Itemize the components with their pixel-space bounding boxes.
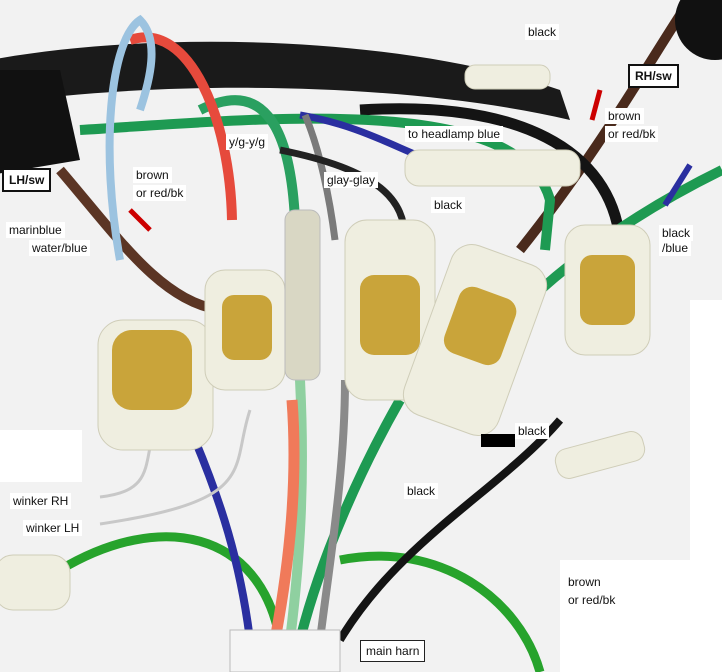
label-black-blue-2: /blue [659,240,692,256]
harness-sleeve [0,41,570,120]
label-black-lower: black [515,423,550,439]
black-wire-top [359,103,626,241]
connector-right [564,224,651,356]
gray-wire [301,113,339,241]
label-winker-rh: winker RH [10,493,72,509]
label-brown-left-1: brown [133,167,172,183]
red-marker [128,208,152,232]
yg-wire [197,95,300,221]
black-wire-lower [336,417,564,643]
lightblue-wire [105,14,156,261]
label-winker-lh: winker LH [23,520,83,536]
label-brown-bottom-1: brown [565,574,604,590]
winker-lh-line [99,409,252,526]
yg-wire-bottom [285,379,307,641]
label-waterblue: water/blue [29,240,91,256]
bright-green-wire-2 [339,551,545,672]
label-rh-sw: RH/sw [628,64,679,88]
connector-center [344,219,436,401]
label-brown-right-2: or red/bk [605,126,659,142]
redaction-box [481,434,515,447]
label-black-top: black [525,24,560,40]
gray-wire-bottom [316,379,349,641]
label-main-harn: main harn [360,640,426,662]
label-glay: glay-glay [324,172,379,188]
connector-mid [284,209,321,381]
green-wire-bottom [295,397,405,642]
red-wire-bottom [269,399,300,642]
connector-right-center [402,244,548,436]
connector-left [97,319,214,451]
red-marker-right [589,89,603,121]
label-brown-left-2: or red/bk [133,185,187,201]
label-brown-bottom-2: or red/bk [565,592,619,608]
label-yg: y/g-y/g [226,134,269,150]
label-to-headlamp: to headlamp blue [405,126,504,142]
connector-mid-left [204,269,286,391]
brown-wire [56,166,221,315]
left-bottom-connector [0,554,71,611]
main-harness-plug [229,629,341,672]
blue-marker-right [662,163,693,207]
label-black-bottom: black [404,483,439,499]
label-brown-right-1: brown [605,108,644,124]
label-lh-sw: LH/sw [2,168,52,192]
label-black-blue-1: black [659,225,694,241]
bright-green-wire [57,532,285,641]
bullet-connector [404,64,646,479]
label-black-mid: black [431,197,466,213]
harness-sleeve-left [0,70,80,174]
label-marinblue: marinblue [6,222,65,238]
blue-wire-bottom [191,438,254,641]
